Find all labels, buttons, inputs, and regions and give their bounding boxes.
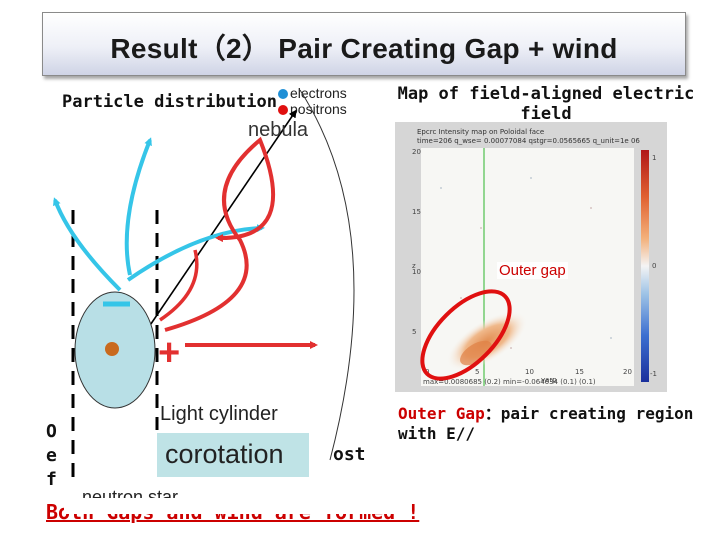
field-line-arrow: [139, 109, 297, 341]
legend: electrons positrons: [278, 85, 347, 117]
neutron-star-core: [105, 342, 119, 356]
plot-header: Epcrc Intensity map on Poloidal face tim…: [417, 128, 640, 146]
x-tick-15: 15: [575, 368, 584, 376]
corotation-region: corotation: [157, 433, 309, 477]
diagram-overlap-mask: [64, 498, 394, 514]
electron-path-right: [126, 224, 265, 282]
obscured-text-ost: ost: [333, 444, 366, 465]
legend-positrons: positrons: [278, 101, 347, 117]
colorbar-tick-min: -1: [650, 370, 657, 378]
particle-distribution-heading: Particle distribution: [62, 92, 277, 112]
outer-gap-description: Outer Gap：pair creating region with E//: [398, 404, 698, 444]
title-bar: Result（2） Pair Creating Gap + wind: [42, 12, 686, 76]
light-cylinder-label: Light cylinder: [160, 403, 278, 425]
x-tick-10: 10: [525, 368, 534, 376]
y-axis-label: z: [412, 262, 416, 270]
x-tick-20: 20: [623, 368, 632, 376]
outer-gap-core: [460, 340, 492, 366]
y-tick-20: 20: [412, 148, 421, 156]
legend-positrons-label: positrons: [290, 101, 347, 117]
outer-gap-desc: ：pair creating region with E//: [398, 404, 694, 443]
plus-sign: +: [158, 332, 180, 374]
electron-path-up: [124, 137, 152, 276]
x-axis-label: varp: [541, 376, 557, 384]
plot-header-line-2: time=206 q_wse= 0.00077084 qstgr=0.05656…: [417, 137, 640, 145]
outer-gap-term: Outer Gap: [398, 404, 485, 423]
plot-footer: max=0.0080685 (0.2) min=-0.064634 (0.1) …: [423, 378, 596, 386]
colorbar-tick-max: 1: [652, 154, 657, 162]
positron-path-loop: [164, 136, 276, 332]
outer-gap-label: Outer gap: [497, 262, 568, 279]
field-map-plot: Epcrc Intensity map on Poloidal face tim…: [395, 122, 667, 392]
electron-path-left: [53, 197, 122, 292]
y-tick-10: 10: [412, 268, 421, 276]
y-tick-15: 15: [412, 208, 421, 216]
obscured-text-fragment: O e f: [46, 421, 57, 490]
nebula-label: nebula: [248, 119, 309, 141]
colorbar: [641, 150, 649, 382]
x-tick-5: 5: [475, 368, 480, 376]
positron-dot-icon: [278, 105, 288, 115]
electron-dot-icon: [278, 89, 288, 99]
plot-header-line-1: Epcrc Intensity map on Poloidal face: [417, 128, 545, 136]
slide-title: Result（2） Pair Creating Gap + wind: [110, 33, 618, 64]
corotation-label: corotation: [165, 439, 284, 469]
y-tick-5: 5: [412, 328, 417, 336]
colorbar-tick-zero: 0: [652, 262, 657, 270]
map-heading: Map of field-aligned electric field: [397, 84, 695, 124]
nebula-boundary-arc: [299, 89, 355, 461]
positron-path-inner: [159, 249, 199, 322]
